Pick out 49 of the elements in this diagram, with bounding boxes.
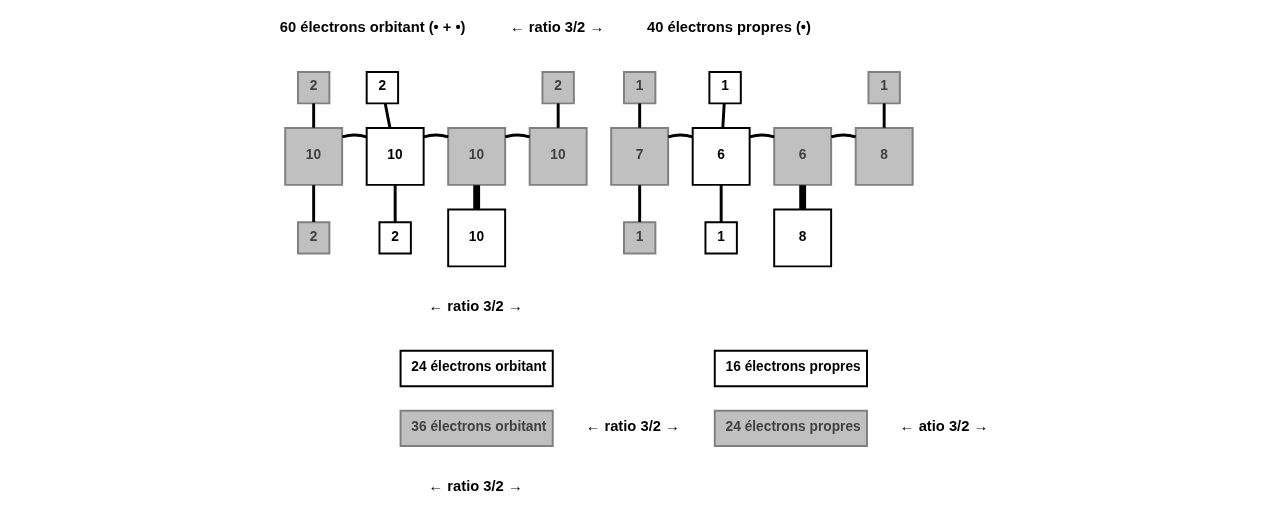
node-box: 1 [622,70,656,105]
connector [383,103,391,128]
node-box: 10 [283,126,343,186]
node-box: 24 électrons orbitant [399,349,554,388]
node-box: 10 [365,126,425,186]
label: ← atio 3/2 → [899,417,988,434]
node-box: 36 électrons orbitant [399,409,554,448]
connector [798,185,806,210]
node-box: 6 [691,126,751,186]
connector [667,133,693,139]
connector [393,185,397,222]
node-box: 1 [703,221,738,255]
node-box: 10 [528,126,588,186]
connector [748,133,775,139]
node-box: 1 [622,221,656,255]
node-box: 2 [540,70,575,105]
connector [720,103,726,128]
node-box: 1 [707,70,742,105]
node-box: 2 [365,70,399,105]
node-box: 2 [296,221,330,255]
node-box: 10 [446,208,506,268]
node-box: 2 [296,70,330,105]
node-box: 8 [772,208,832,268]
label: ← ratio 3/2 → [428,298,523,315]
node-box: 2 [377,221,412,255]
label: 60 électrons orbitant (• + •) [279,19,466,36]
node-box: 24 électrons propres [713,409,868,448]
connector [504,133,530,139]
connector [472,185,480,210]
connector [882,103,886,128]
connector [637,185,641,222]
connector [556,103,560,128]
label: ← ratio 3/2 → [509,19,604,36]
label: ← ratio 3/2 → [428,477,523,494]
connector [311,185,315,222]
connector [311,103,315,128]
node-box: 16 électrons propres [713,349,868,388]
connector [341,133,367,139]
label: ← ratio 3/2 → [585,417,680,434]
node-box: 8 [854,126,914,186]
connector [637,103,641,128]
connector [719,185,723,222]
node-box: 6 [772,126,832,186]
label: 40 électrons propres (•) [646,19,811,36]
node-box: 1 [867,70,901,105]
connector [422,133,449,139]
node-box: 10 [446,126,506,186]
connector [830,133,856,139]
node-box: 7 [609,126,669,186]
